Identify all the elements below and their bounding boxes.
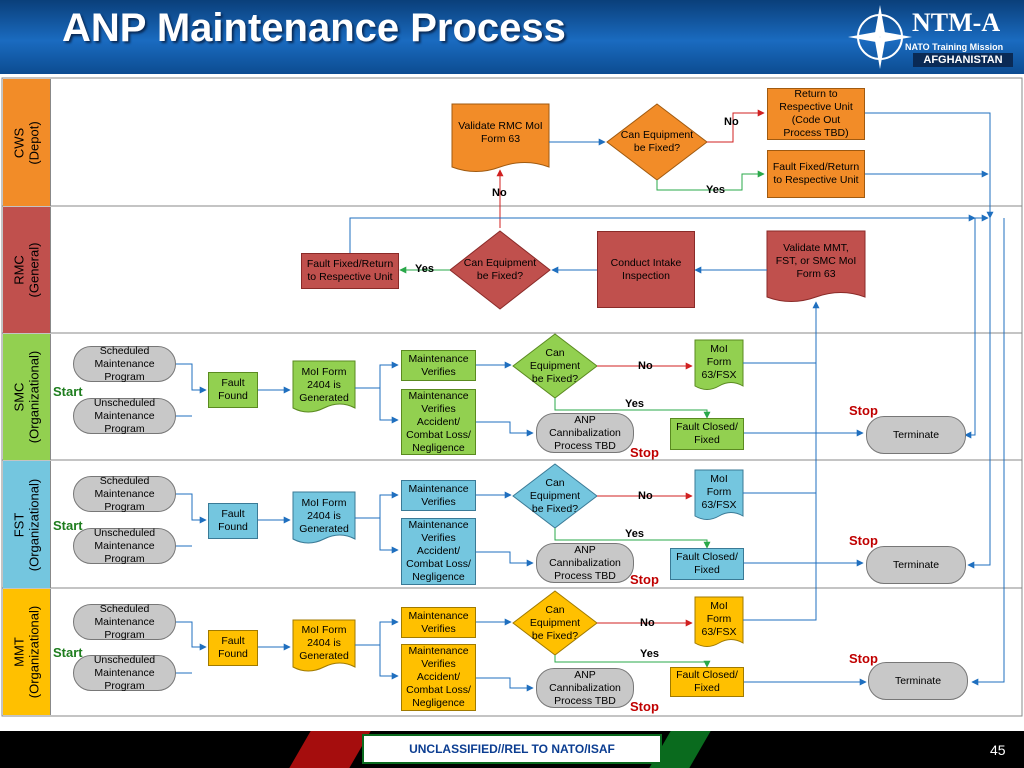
mmt-moi-fsx: MoI Form 63/FSX — [701, 599, 737, 638]
smc-start-label: Start — [53, 384, 83, 399]
cws-validate-rmc-form: Validate RMC MoI Form 63 — [458, 120, 543, 145]
mmt-cannibalization: ANP Cannibalization Process TBD — [536, 668, 634, 708]
smc-unscheduled-maintenance: Unscheduled Maintenance Program — [73, 397, 176, 435]
fst-yes-label: Yes — [625, 528, 644, 540]
smc-moi-doc — [292, 360, 356, 413]
mmt-terminate: Terminate — [868, 662, 968, 700]
smc-moi-fsx: MoI Form 63/FSX — [701, 342, 737, 381]
rmc-validate-form: Validate MMT, FST, or SMC MoI Form 63 — [775, 241, 857, 280]
mmt-start-label: Start — [53, 645, 83, 660]
lane-label-fst: FST (Organizational) — [3, 461, 51, 588]
fst-moi-doc — [292, 491, 356, 544]
smc-stop-label-2: Stop — [849, 403, 878, 418]
mmt-scheduled-maintenance: Scheduled Maintenance Program — [73, 603, 176, 641]
fst-no-label: No — [638, 490, 653, 502]
lane-dividers — [2, 205, 1022, 589]
fst-can-fix-decision: Can Equipment be Fixed? — [529, 476, 581, 515]
page-number: 45 — [990, 742, 1006, 758]
fst-terminate: Terminate — [866, 546, 966, 584]
cws-can-fix-decision: Can Equipment be Fixed? — [620, 129, 694, 154]
nato-star-icon — [848, 5, 912, 69]
lane-label-cws: CWS (Depot) — [3, 79, 51, 206]
smc-fault-closed: Fault Closed/ Fixed — [670, 418, 744, 450]
page-title: ANP Maintenance Process — [62, 6, 566, 50]
fst-scheduled-maintenance: Scheduled Maintenance Program — [73, 475, 176, 513]
fst-fault-closed: Fault Closed/ Fixed — [670, 548, 744, 580]
smc-cannibalization: ANP Cannibalization Process TBD — [536, 413, 634, 453]
mmt-fault-found: Fault Found — [208, 630, 258, 666]
mmt-no-label: No — [640, 617, 655, 629]
smc-stop-label-1: Stop — [630, 445, 659, 460]
classification-banner: UNCLASSIFIED//REL TO NATO/ISAF — [362, 734, 662, 764]
cws-no-down-label: No — [492, 187, 507, 199]
lane-label-mmt: MMT (Organizational) — [3, 589, 51, 715]
mmt-moi-form-generated: MoI Form 2404 is Generated — [299, 623, 349, 662]
cws-no-label: No — [724, 116, 739, 128]
mmt-maintenance-verifies: Maintenance Verifies — [401, 607, 476, 638]
mmt-moi-doc — [292, 619, 356, 672]
cws-validate-doc — [451, 103, 550, 172]
cws-fault-fixed: Fault Fixed/Return to Respective Unit — [767, 150, 865, 198]
mmt-fsx-doc — [694, 596, 744, 647]
rmc-decision-diamond — [449, 230, 551, 310]
mmt-maintenance-verifies-accident: Maintenance Verifies Accident/ Combat Lo… — [401, 644, 476, 711]
lane-label-rmc: RMC (General) — [3, 207, 51, 333]
smc-fsx-doc — [694, 339, 744, 390]
logo-country: AFGHANISTAN — [913, 53, 1013, 67]
fst-maintenance-verifies: Maintenance Verifies — [401, 480, 476, 511]
mmt-can-fix-decision: Can Equipment be Fixed? — [529, 603, 581, 642]
fst-maintenance-verifies-accident: Maintenance Verifies Accident/ Combat Lo… — [401, 518, 476, 585]
fst-cannibalization: ANP Cannibalization Process TBD — [536, 543, 634, 583]
smc-yes-label: Yes — [625, 398, 644, 410]
smc-no-label: No — [638, 360, 653, 372]
fst-stop-label-2: Stop — [849, 533, 878, 548]
ntm-a-logo — [840, 0, 1024, 74]
rmc-can-fix-decision: Can Equipment be Fixed? — [463, 257, 537, 282]
mmt-stop-label-1: Stop — [630, 699, 659, 714]
fst-stop-label-1: Stop — [630, 572, 659, 587]
rmc-yes-label: Yes — [415, 263, 434, 275]
mmt-yes-label: Yes — [640, 648, 659, 660]
mmt-stop-label-2: Stop — [849, 651, 878, 666]
smc-scheduled-maintenance: Scheduled Maintenance Program — [73, 345, 176, 383]
cws-return-to-unit: Return to Respective Unit (Code Out Proc… — [767, 88, 865, 140]
mmt-unscheduled-maintenance: Unscheduled Maintenance Program — [73, 654, 176, 692]
logo-subtitle: NATO Training Mission — [905, 42, 1004, 52]
smc-terminate: Terminate — [866, 416, 966, 454]
fst-fsx-doc — [694, 469, 744, 520]
logo-text: NTM-A — [912, 8, 1001, 37]
mmt-fault-closed: Fault Closed/ Fixed — [670, 667, 744, 697]
fst-unscheduled-maintenance: Unscheduled Maintenance Program — [73, 527, 176, 565]
smc-can-fix-decision: Can Equipment be Fixed? — [529, 346, 581, 385]
fst-moi-fsx: MoI Form 63/FSX — [701, 472, 737, 511]
rmc-intake-inspection: Conduct Intake Inspection — [597, 231, 695, 308]
fst-fault-found: Fault Found — [208, 503, 258, 539]
smc-maintenance-verifies-accident: Maintenance Verifies Accident/ Combat Lo… — [401, 389, 476, 455]
smc-fault-found: Fault Found — [208, 372, 258, 408]
fst-start-label: Start — [53, 518, 83, 533]
cws-yes-label: Yes — [706, 184, 725, 196]
smc-moi-form-generated: MoI Form 2404 is Generated — [299, 365, 349, 404]
rmc-validate-doc — [766, 230, 866, 302]
rmc-fault-fixed: Fault Fixed/Return to Respective Unit — [301, 253, 399, 289]
fst-moi-form-generated: MoI Form 2404 is Generated — [299, 496, 349, 535]
smc-maintenance-verifies: Maintenance Verifies — [401, 350, 476, 381]
lane-label-smc: SMC (Organizational) — [3, 334, 51, 460]
